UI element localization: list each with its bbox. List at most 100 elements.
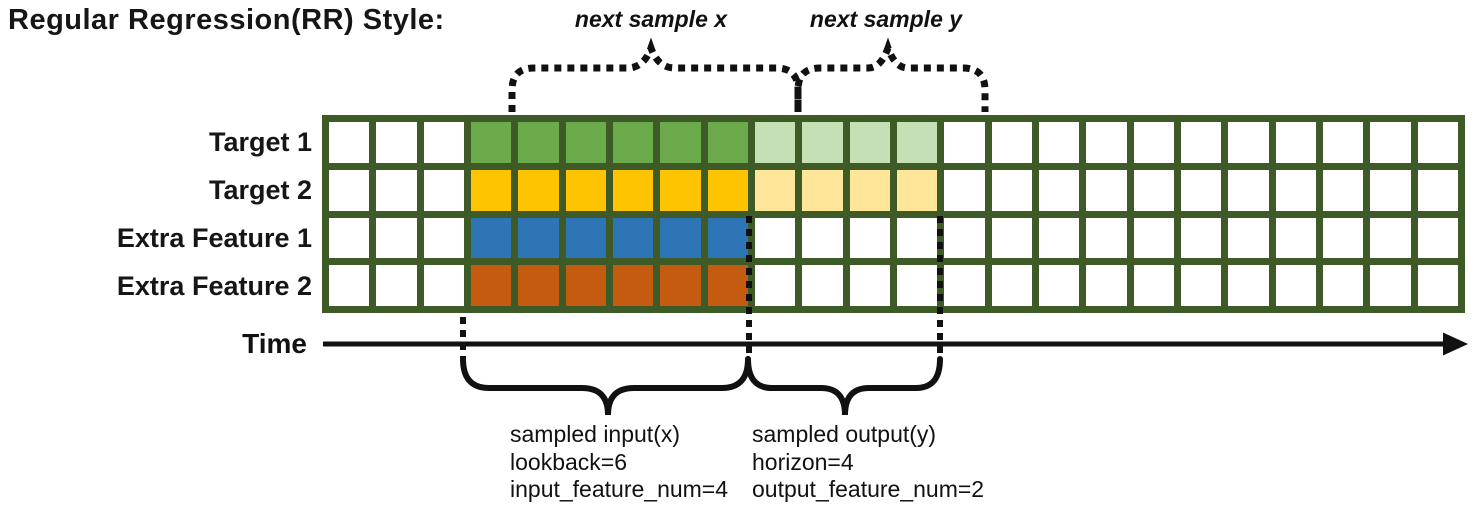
grid-cell — [518, 122, 559, 163]
grid-cell — [1038, 122, 1080, 163]
grid-cell — [1322, 169, 1364, 211]
grid-cell — [1038, 169, 1080, 211]
grid-cell — [423, 122, 464, 163]
grid-cell — [896, 169, 938, 211]
grid-cell — [518, 217, 559, 259]
grid-cell — [1228, 265, 1269, 306]
grid-cell — [660, 122, 701, 163]
grid-cell — [1228, 122, 1269, 163]
grid-cell — [991, 217, 1032, 259]
grid-cell — [1133, 169, 1174, 211]
sampled-output-title: sampled output(y) — [752, 421, 937, 447]
grid-cell — [1275, 217, 1316, 259]
row-label-target2: Target 2 — [208, 175, 312, 205]
grid-cell — [991, 265, 1032, 306]
grid-cell — [1180, 217, 1222, 259]
grid-cell — [612, 217, 654, 259]
grid-cell — [991, 122, 1032, 163]
grid-cell — [612, 169, 654, 211]
grid-cell — [470, 122, 512, 163]
grid-cell — [329, 265, 370, 306]
grid-cell — [754, 169, 796, 211]
grid-cell — [376, 169, 417, 211]
grid-cell — [1370, 265, 1411, 306]
grid-cell — [802, 122, 843, 163]
grid-cell — [1228, 217, 1269, 259]
grid-cell — [1038, 265, 1080, 306]
grid-cell — [660, 265, 701, 306]
grid-cell — [329, 217, 370, 259]
grid-cell — [612, 122, 654, 163]
grid-cell — [1086, 265, 1127, 306]
grid-cell — [1417, 265, 1458, 306]
grid-cell — [423, 265, 464, 306]
grid-cell — [1228, 169, 1269, 211]
grid-cell — [470, 169, 512, 211]
time-series-grid — [322, 115, 1465, 313]
grid-cell — [802, 217, 843, 259]
horizon-value: horizon=4 — [752, 448, 854, 475]
grid-cell — [707, 217, 748, 259]
grid-cell — [1133, 122, 1174, 163]
sampled-input-brace — [460, 356, 751, 416]
output-feature-num-value: output_feature_num=2 — [752, 476, 985, 502]
next-sample-y-brace — [794, 37, 989, 112]
grid-cell — [944, 169, 985, 211]
sampled-input-title: sampled input(x) — [510, 421, 681, 447]
grid-cell — [612, 265, 654, 306]
grid-cell — [944, 217, 985, 259]
grid-cell — [896, 217, 938, 259]
grid-cell — [470, 217, 512, 259]
grid-cell — [896, 265, 938, 306]
time-axis-arrowhead — [1443, 332, 1468, 356]
row-label-extra-feature2: Extra Feature 2 — [116, 270, 312, 301]
grid-cell — [329, 169, 370, 211]
grid-cell — [707, 122, 748, 163]
grid-cell — [1275, 265, 1316, 306]
grid-cell — [849, 217, 890, 259]
grid-cell — [1370, 169, 1411, 211]
grid-cell — [849, 169, 890, 211]
grid-cell — [1322, 265, 1364, 306]
grid-cell — [754, 217, 796, 259]
sampled-input-caption: sampled input(x) lookback=6 input_featur… — [510, 421, 728, 504]
input-feature-num-value: input_feature_num=4 — [510, 476, 729, 502]
grid-cell — [660, 217, 701, 259]
grid-cell — [754, 122, 796, 163]
grid-cell — [565, 265, 606, 306]
grid-cell — [1275, 169, 1316, 211]
grid-cell — [565, 169, 606, 211]
grid-cell — [1086, 169, 1127, 211]
grid-cell — [565, 217, 606, 259]
grid-cell — [991, 169, 1032, 211]
grid-cell — [1275, 122, 1316, 163]
row-label-target1: Target 1 — [208, 127, 312, 157]
grid-cell — [1417, 122, 1458, 163]
grid-cell — [1180, 265, 1222, 306]
grid-cell — [1180, 169, 1222, 211]
grid-cell — [329, 122, 370, 163]
grid-cell — [1180, 122, 1222, 163]
grid-cell — [1133, 265, 1174, 306]
grid-cell — [470, 265, 512, 306]
grid-cell — [849, 265, 890, 306]
grid-cell — [423, 169, 464, 211]
grid-cell — [1417, 217, 1458, 259]
grid-cell — [944, 122, 985, 163]
grid-cell — [802, 265, 843, 306]
next-sample-x-label: next sample x — [574, 6, 728, 32]
row-label-extra-feature1: Extra Feature 1 — [116, 223, 312, 253]
sampled-output-brace — [745, 356, 943, 416]
grid-cell — [660, 169, 701, 211]
grid-cell — [1086, 122, 1127, 163]
grid-cell — [376, 122, 417, 163]
grid-cell — [754, 265, 796, 306]
grid-cell — [707, 265, 748, 306]
grid-cell — [376, 217, 417, 259]
grid-cell — [518, 265, 559, 306]
grid-cell — [849, 122, 890, 163]
grid-cell — [707, 169, 748, 211]
grid-cell — [423, 217, 464, 259]
grid-cell — [1370, 217, 1411, 259]
